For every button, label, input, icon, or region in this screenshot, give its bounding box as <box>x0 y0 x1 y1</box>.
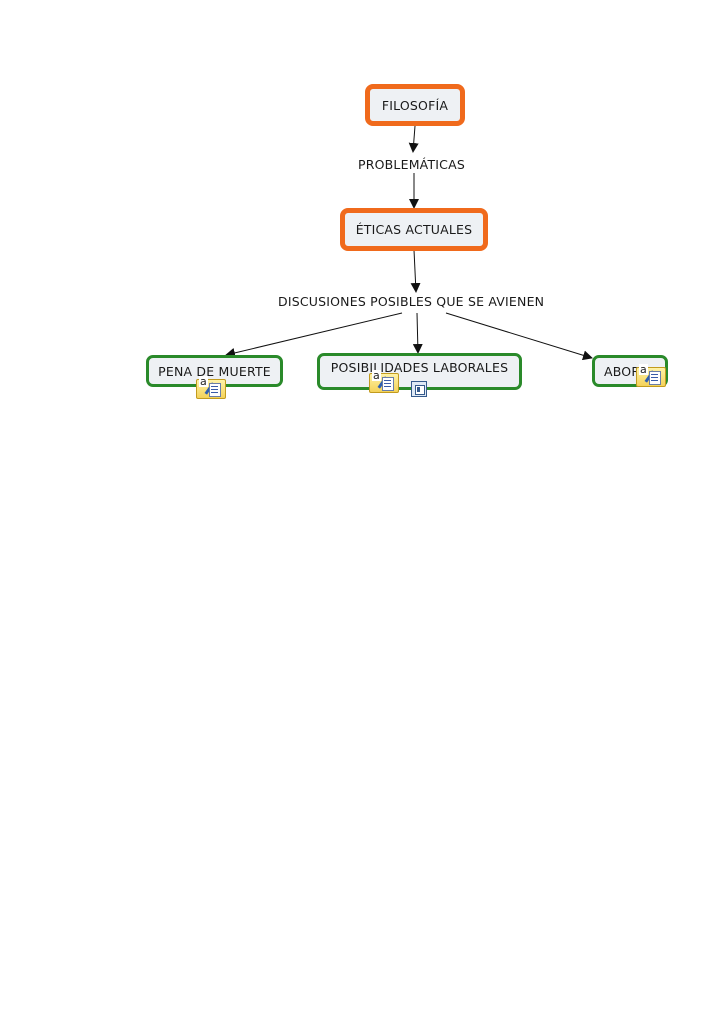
document-icon <box>209 383 221 397</box>
annotation-a-icon: a <box>199 375 208 388</box>
note-document-icon[interactable]: a <box>369 369 399 393</box>
concept-node-label: FILOSOFÍA <box>381 97 449 113</box>
annotation-a-icon: a <box>372 369 381 382</box>
connector-eticas-to-discusiones <box>410 249 421 293</box>
linking-phrase-discusiones[interactable]: DISCUSIONES POSIBLES QUE SE AVIENEN <box>278 294 545 309</box>
concept-node-pena-de-muerte[interactable]: PENA DE MUERTE <box>146 355 283 387</box>
document-icon <box>649 371 661 385</box>
connector-discusiones-to-pena <box>225 312 403 358</box>
connector-discusiones-to-posibilidades <box>412 312 423 354</box>
annotation-a-icon: a <box>639 363 648 376</box>
concept-node-label: POSIBILIDADES LABORALES <box>330 360 509 375</box>
connector-filosofia-to-problematicas <box>408 125 419 153</box>
document-icon <box>382 377 394 391</box>
image-resource-icon[interactable] <box>411 381 427 397</box>
note-document-icon[interactable]: a <box>196 375 226 399</box>
linking-phrase-problematicas[interactable]: PROBLEMÁTICAS <box>358 157 466 172</box>
concept-node-filosofia[interactable]: FILOSOFÍA <box>365 84 465 126</box>
connector-discusiones-to-aborto <box>445 312 593 361</box>
concept-node-label: ÉTICAS ACTUALES <box>355 222 473 237</box>
concept-node-label: PENA DE MUERTE <box>158 363 271 379</box>
note-document-icon[interactable]: a <box>636 363 666 387</box>
concept-node-eticas-actuales[interactable]: ÉTICAS ACTUALES <box>340 208 488 251</box>
